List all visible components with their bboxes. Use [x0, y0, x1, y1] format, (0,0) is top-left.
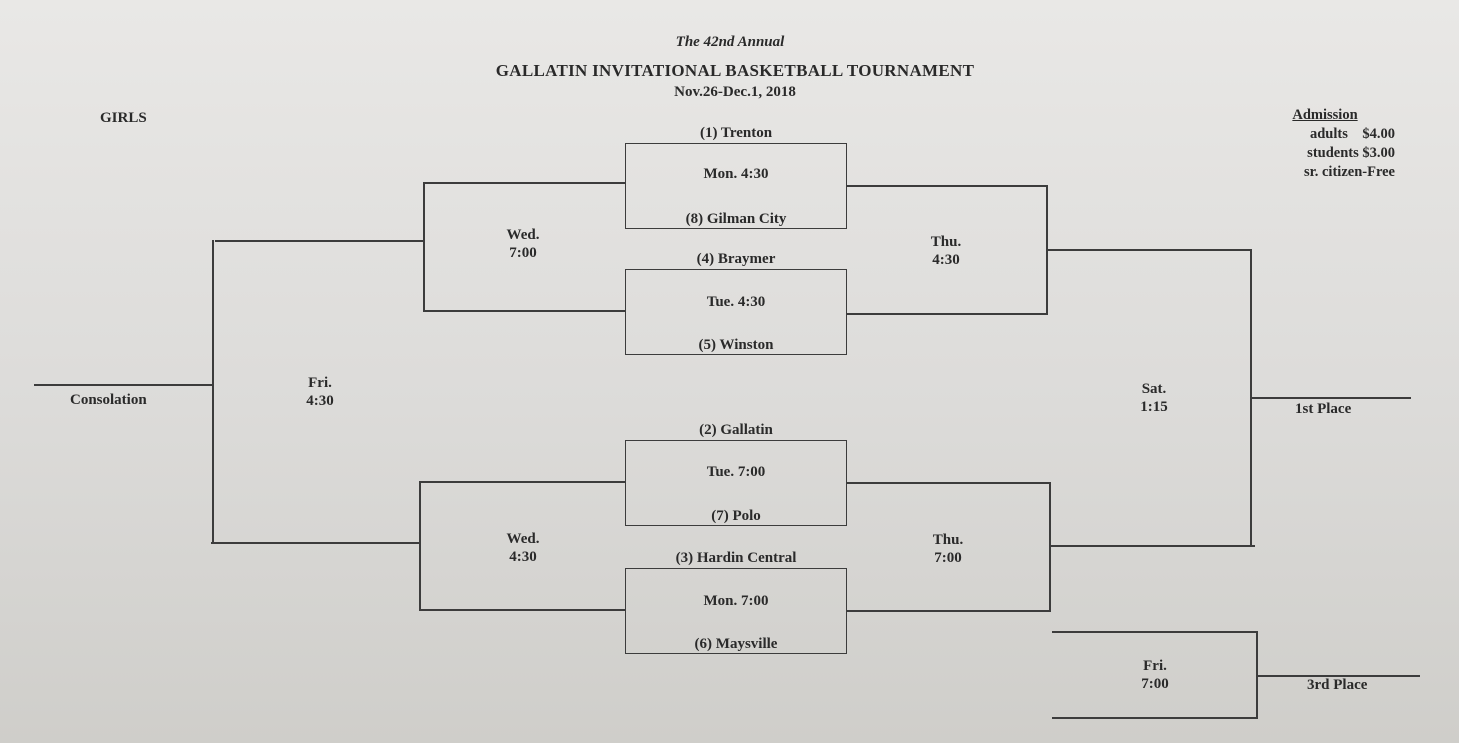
game-day: Wed.	[506, 531, 540, 547]
bracket-line	[419, 481, 625, 483]
game-day: Sat.	[1141, 381, 1167, 397]
game-time: 7:00	[509, 245, 537, 261]
bracket-line	[1050, 545, 1255, 547]
game-fri-consolation: Fri. 4:30	[290, 374, 350, 410]
bracket-line	[847, 610, 1050, 612]
team-6-maysville: (6) Maysville	[694, 636, 778, 652]
admission-heading: Admission	[1292, 107, 1358, 123]
admission-students: students $3.00	[1307, 145, 1395, 161]
admission-seniors: sr. citizen-Free	[1304, 164, 1395, 180]
division-label: GIRLS	[100, 110, 147, 126]
bracket-line	[1052, 631, 1257, 633]
game-time: 7:00	[934, 550, 962, 566]
game-time: 1:15	[1140, 399, 1168, 415]
game-time: 4:30	[306, 393, 334, 409]
game-time-mon-700: Mon. 7:00	[703, 593, 769, 609]
game-time-tue-700: Tue. 7:00	[706, 464, 766, 480]
bracket-line	[211, 542, 419, 544]
game-box-mon-700	[625, 568, 847, 654]
consolation-label: Consolation	[70, 392, 147, 408]
bracket-line	[419, 481, 421, 611]
team-3-hardin-central: (3) Hardin Central	[675, 550, 797, 566]
game-sat-championship: Sat. 1:15	[1124, 380, 1184, 416]
game-thu-430: Thu. 4:30	[916, 233, 976, 269]
bracket-line	[1256, 675, 1420, 677]
game-box-tue-430	[625, 269, 847, 355]
game-time: 4:30	[509, 549, 537, 565]
game-time-mon-430: Mon. 4:30	[703, 166, 769, 182]
game-day: Fri.	[308, 375, 332, 391]
bracket-line	[847, 313, 1047, 315]
bracket-line	[847, 482, 1050, 484]
game-fri-third-place: Fri. 7:00	[1125, 657, 1185, 693]
bracket-line	[212, 240, 214, 544]
bracket-line	[423, 310, 625, 312]
tournament-subtitle: The 42nd Annual	[675, 34, 785, 50]
bracket-line	[1049, 482, 1051, 612]
bracket-line	[423, 182, 625, 184]
team-2-gallatin: (2) Gallatin	[699, 422, 773, 438]
bracket-line	[419, 609, 625, 611]
bracket-line	[215, 240, 423, 242]
bracket-line	[1052, 717, 1257, 719]
game-day: Wed.	[506, 227, 540, 243]
bracket-line	[34, 384, 212, 386]
team-4-braymer: (4) Braymer	[696, 251, 776, 267]
game-time: 7:00	[1141, 676, 1169, 692]
game-day: Fri.	[1143, 658, 1167, 674]
bracket-line	[423, 182, 425, 312]
team-5-winston: (5) Winston	[698, 337, 774, 353]
first-place-label: 1st Place	[1295, 401, 1352, 417]
team-8-gilman-city: (8) Gilman City	[685, 211, 787, 227]
third-place-label: 3rd Place	[1307, 677, 1368, 693]
team-7-polo: (7) Polo	[711, 508, 761, 524]
game-box-mon-430	[625, 143, 847, 229]
bracket-line	[1046, 185, 1048, 315]
bracket-line	[1250, 397, 1411, 399]
game-thu-700: Thu. 7:00	[918, 531, 978, 567]
tournament-title: GALLATIN INVITATIONAL BASKETBALL TOURNAM…	[495, 61, 975, 80]
bracket-line	[847, 185, 1047, 187]
game-wed-430: Wed. 4:30	[493, 530, 553, 566]
admission-adults: adults $4.00	[1309, 126, 1395, 142]
game-day: Thu.	[930, 234, 962, 250]
game-wed-700: Wed. 7:00	[493, 226, 553, 262]
tournament-dates: Nov.26-Dec.1, 2018	[674, 84, 796, 100]
game-time-tue-430: Tue. 4:30	[706, 294, 766, 310]
game-box-tue-700	[625, 440, 847, 526]
bracket-line	[1047, 249, 1250, 251]
team-1-trenton: (1) Trenton	[699, 125, 773, 141]
admission-info: Admission adults $4.00 students $3.00 sr…	[1255, 106, 1395, 182]
game-time: 4:30	[932, 252, 960, 268]
game-day: Thu.	[932, 532, 964, 548]
